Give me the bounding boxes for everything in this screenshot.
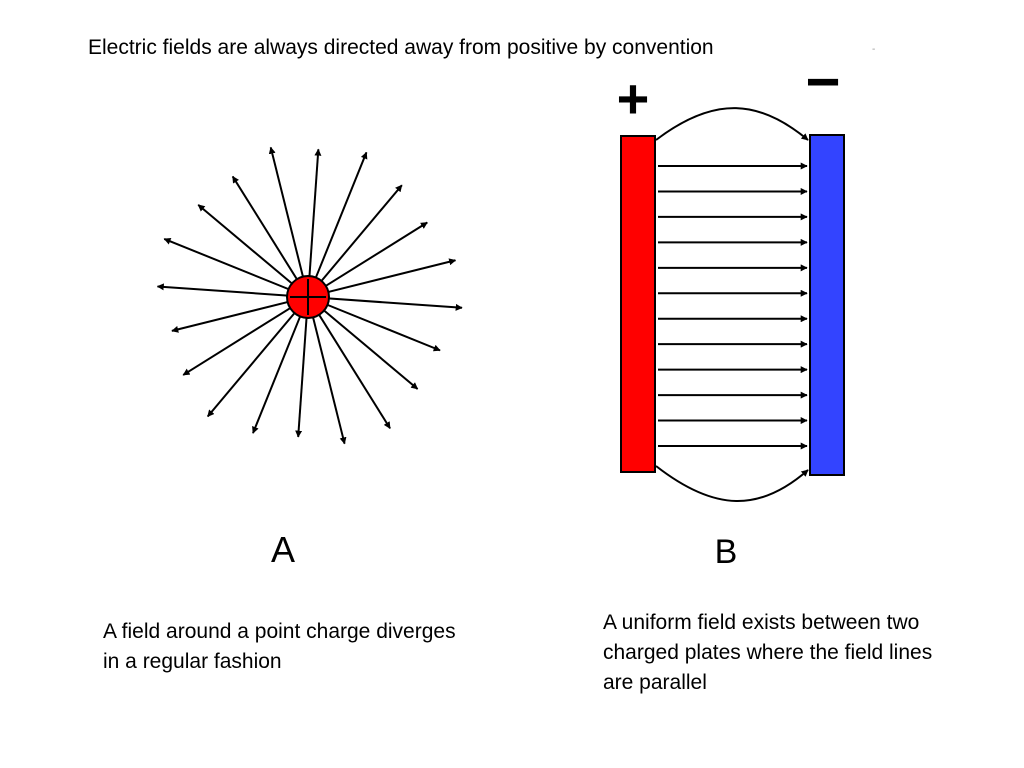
radial-field-line (311, 184, 403, 294)
diagram-a-label: A (271, 529, 295, 570)
radial-field-line (311, 300, 419, 390)
negative-plate (809, 134, 845, 476)
radial-field-line (182, 299, 304, 376)
radial-field-line (163, 237, 303, 296)
radial-field-lines (156, 146, 463, 445)
radial-field-line (252, 302, 307, 434)
fringe-field-line-top (655, 107, 809, 141)
radial-field-line (171, 297, 303, 333)
radial-field-line (312, 221, 428, 295)
minus-mark: - (872, 44, 876, 55)
point-charge (286, 275, 330, 319)
radial-field-line (231, 175, 306, 293)
diagram-a-caption: A field around a point charge diverges i… (103, 620, 456, 673)
radial-field-line (295, 302, 309, 438)
slide-title: Electric fields are always directed away… (88, 36, 714, 59)
diagram-b-caption: A uniform field exists between two charg… (603, 611, 933, 694)
radial-field-line (309, 151, 368, 292)
uniform-field-lines (658, 162, 808, 450)
radial-field-line (156, 283, 303, 298)
radial-field-line (313, 296, 463, 311)
radial-field-line (206, 300, 305, 418)
radial-field-line (307, 148, 322, 292)
radial-field-line (268, 146, 308, 292)
negative-plate-sign: − (805, 48, 840, 115)
fringe-field-line-bottom (655, 465, 809, 502)
radial-field-line (197, 204, 305, 294)
diagram-b-label: B (715, 533, 738, 571)
radial-field-line (308, 302, 347, 445)
positive-plate (620, 135, 656, 473)
positive-plate-sign: + (617, 67, 650, 130)
radial-field-line (313, 298, 441, 352)
radial-field-line (310, 301, 391, 429)
radial-field-line (313, 258, 457, 297)
